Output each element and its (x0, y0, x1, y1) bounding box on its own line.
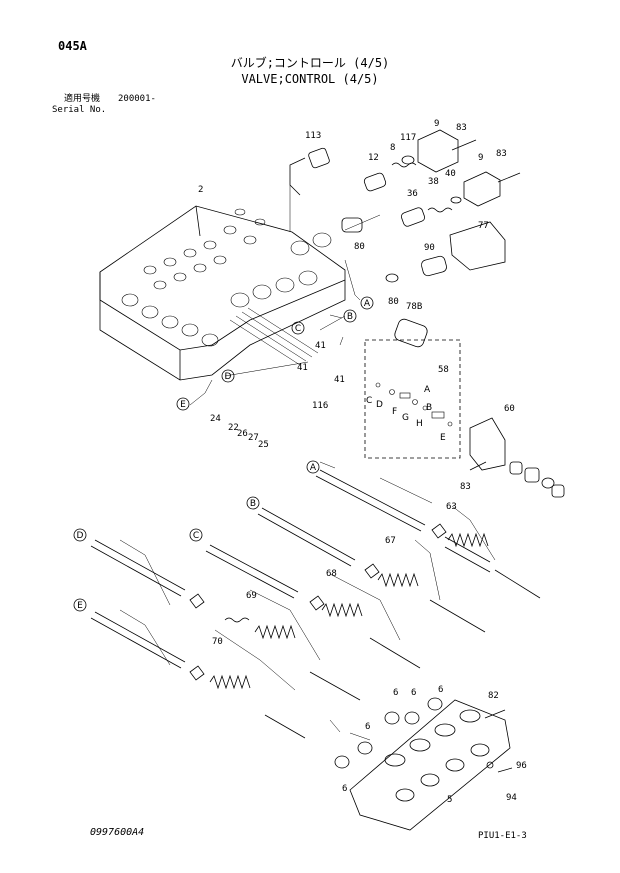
group-58-parts (375, 382, 453, 427)
svg-text:90: 90 (424, 243, 435, 253)
svg-text:24: 24 (210, 414, 221, 424)
svg-text:2: 2 (198, 185, 203, 195)
title-english: VALVE;CONTROL (4/5) (241, 72, 379, 86)
spool-b-assembly (257, 507, 486, 633)
svg-text:B: B (250, 499, 256, 509)
svg-text:6: 6 (438, 685, 443, 695)
svg-text:H: H (416, 419, 423, 429)
serial-range: 200001- (118, 94, 156, 104)
svg-text:B: B (347, 312, 353, 322)
svg-text:22: 22 (228, 423, 239, 433)
svg-text:D: D (225, 372, 232, 382)
svg-text:9: 9 (478, 153, 483, 163)
spool-c-assembly (205, 544, 421, 669)
svg-text:60: 60 (504, 404, 515, 414)
svg-text:C: C (366, 396, 372, 406)
svg-text:94: 94 (506, 793, 517, 803)
page-reference: PIU1-E1-3 (478, 831, 527, 841)
spool-d-assembly (90, 539, 361, 701)
bottom-cover (334, 697, 513, 831)
svg-text:83: 83 (456, 123, 467, 133)
svg-text:41: 41 (315, 341, 326, 351)
svg-text:38: 38 (428, 177, 439, 187)
upper-parts (289, 129, 521, 348)
svg-text:C: C (193, 531, 199, 541)
svg-text:77: 77 (478, 221, 489, 231)
svg-text:8: 8 (390, 143, 395, 153)
spool-e-assembly (90, 611, 306, 739)
svg-text:69: 69 (246, 591, 257, 601)
svg-text:6: 6 (393, 688, 398, 698)
svg-text:96: 96 (516, 761, 527, 771)
svg-text:117: 117 (400, 133, 416, 143)
svg-text:B: B (426, 403, 432, 413)
svg-text:A: A (424, 385, 431, 395)
svg-text:80: 80 (388, 297, 399, 307)
svg-text:12: 12 (368, 153, 379, 163)
svg-text:D: D (77, 531, 84, 541)
leader-lines (119, 185, 496, 741)
svg-text:6: 6 (411, 688, 416, 698)
svg-text:E: E (180, 400, 186, 410)
svg-text:41: 41 (297, 363, 308, 373)
serial-label-japanese: 適用号機 (64, 94, 101, 104)
part-60-housing (469, 417, 565, 498)
svg-text:83: 83 (460, 482, 471, 492)
svg-text:A: A (310, 463, 317, 473)
svg-text:F: F (392, 407, 397, 417)
svg-text:78B: 78B (406, 302, 422, 312)
svg-text:6: 6 (342, 784, 347, 794)
svg-text:116: 116 (312, 401, 328, 411)
svg-text:E: E (440, 433, 446, 443)
circle-letters: A B C D E A B C D E (73, 296, 374, 612)
valve-body (99, 205, 346, 381)
svg-text:A: A (364, 299, 371, 309)
svg-text:113: 113 (305, 131, 321, 141)
svg-text:25: 25 (258, 440, 269, 450)
svg-text:E: E (77, 601, 83, 611)
svg-text:70: 70 (212, 637, 223, 647)
svg-text:40: 40 (445, 169, 456, 179)
svg-text:82: 82 (488, 691, 499, 701)
svg-text:C: C (295, 324, 301, 334)
svg-text:G: G (402, 413, 409, 423)
svg-text:41: 41 (334, 375, 345, 385)
svg-text:6: 6 (365, 722, 370, 732)
svg-text:58: 58 (438, 365, 449, 375)
svg-text:27: 27 (248, 433, 259, 443)
page-code: 045A (58, 39, 87, 53)
svg-text:67: 67 (385, 536, 396, 546)
svg-text:63: 63 (446, 502, 457, 512)
svg-text:68: 68 (326, 569, 337, 579)
svg-text:D: D (376, 400, 383, 410)
drawing-number: 0997600A4 (90, 827, 145, 838)
svg-text:26: 26 (237, 429, 248, 439)
svg-text:9: 9 (434, 119, 439, 129)
svg-text:36: 36 (407, 189, 418, 199)
spool-a-assembly (315, 469, 541, 599)
serial-label-english: Serial No. (52, 105, 107, 115)
svg-text:83: 83 (496, 149, 507, 159)
group-58-box (364, 339, 461, 459)
svg-text:5: 5 (447, 795, 452, 805)
svg-text:80: 80 (354, 242, 365, 252)
callout-numbers: 113 2 12 8 117 9 83 9 83 36 38 40 80 77 … (198, 119, 527, 805)
title-japanese: バルブ;コントロール (4/5) (230, 56, 390, 70)
